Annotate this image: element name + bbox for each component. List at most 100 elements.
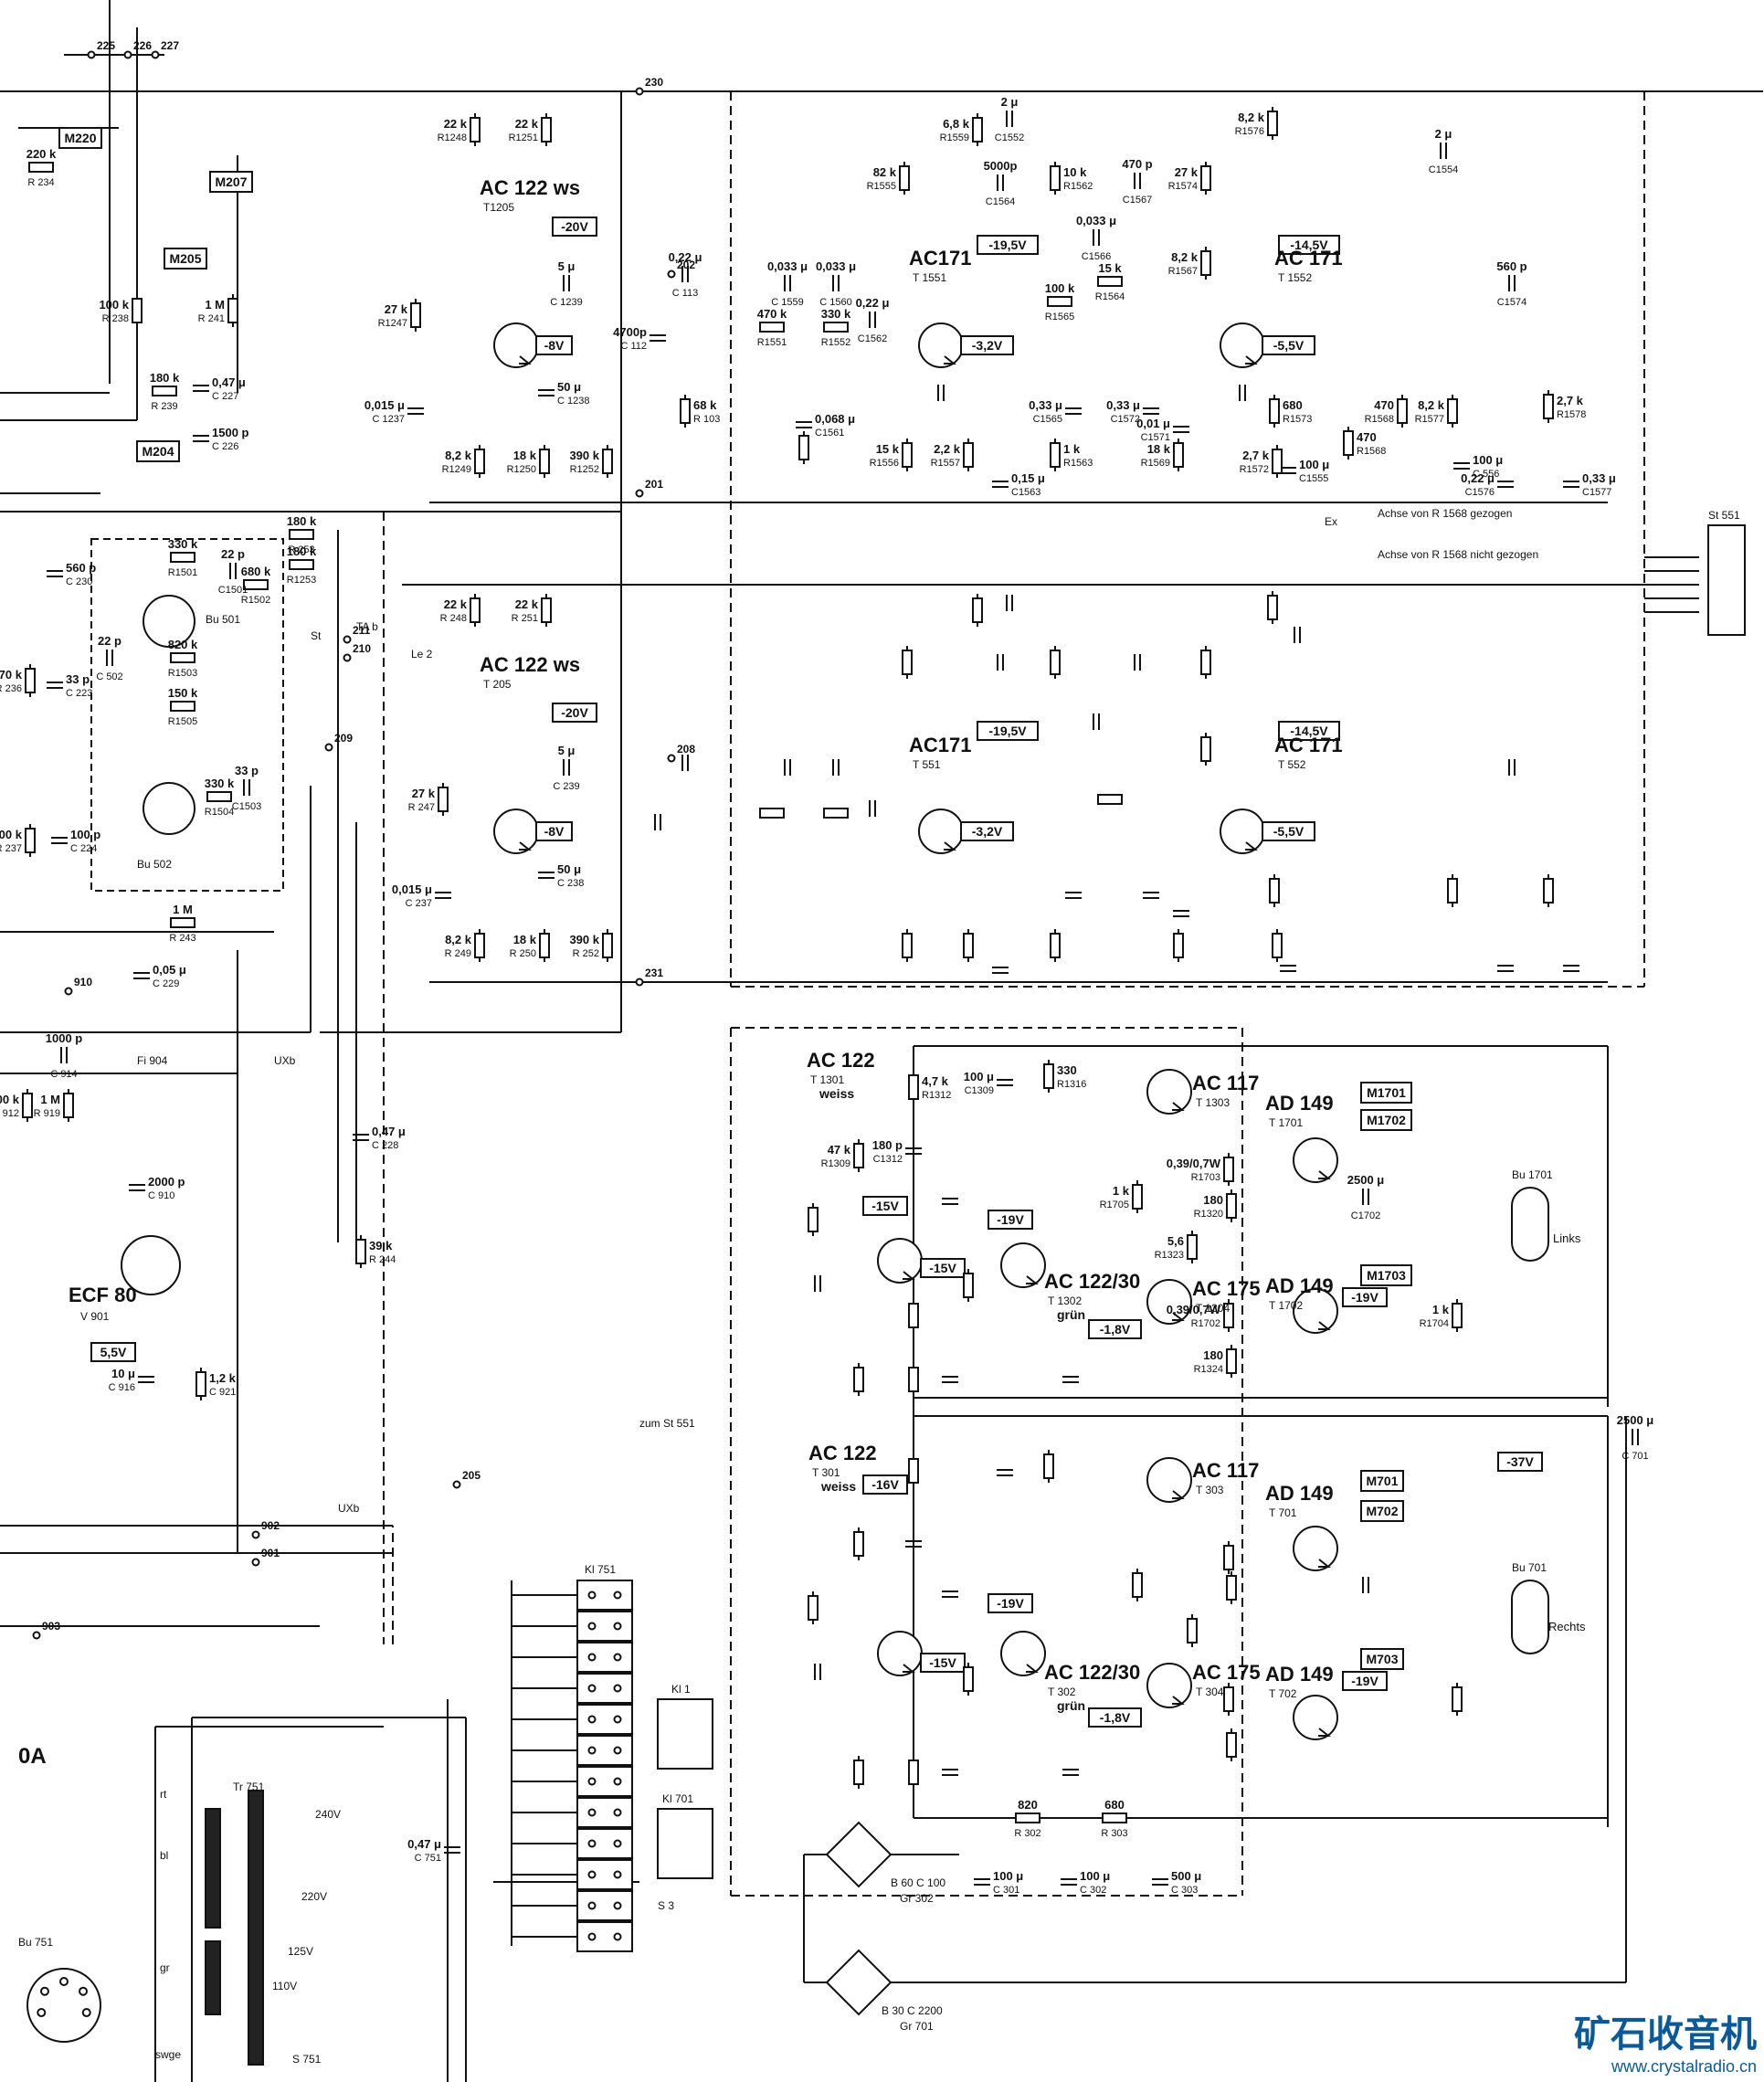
component-value: 180 k	[150, 371, 180, 385]
voltage-box	[977, 721, 1039, 741]
component-value: 22 k	[515, 117, 539, 131]
component-ref: C1574	[1497, 297, 1526, 308]
component-ref: C 751	[415, 1853, 441, 1864]
resistor	[1226, 1575, 1237, 1601]
component-value: 1,2 k	[209, 1371, 237, 1385]
component-value: 0,22 μ	[669, 250, 702, 264]
resistor	[1043, 1063, 1054, 1089]
emitter-arrow	[1026, 1275, 1039, 1284]
bridge-rectifier-302	[825, 1821, 893, 1888]
transistor-type: AD 149	[1265, 1274, 1334, 1297]
component-ref: R1565	[1045, 312, 1074, 322]
terminal	[32, 1631, 41, 1640]
transistor-ref: T 302	[1048, 1686, 1076, 1698]
label-le2: Le 2	[411, 648, 433, 661]
node-label: 209	[334, 732, 353, 745]
voltage-box	[920, 1258, 966, 1278]
resistor	[972, 597, 983, 623]
resistor	[823, 322, 849, 333]
resistor	[195, 1371, 206, 1397]
transistor-15	[1293, 1288, 1338, 1334]
component-value: 100 k	[1045, 281, 1075, 295]
component-value: 1 k	[1432, 1303, 1450, 1316]
module-box	[1360, 1648, 1404, 1670]
component-value: 330 k	[168, 537, 198, 551]
resistor	[1173, 933, 1184, 958]
component-value: 10 k	[1063, 165, 1087, 179]
resistor	[474, 449, 485, 474]
resistor	[1272, 449, 1283, 474]
component-ref: C 921	[209, 1387, 236, 1398]
terminal	[151, 50, 160, 59]
watermark: 矿石收音机 www.crystalradio.cn	[1574, 2004, 1757, 2077]
resistor	[1200, 736, 1211, 762]
voltage-box	[1497, 1452, 1543, 1472]
component-value: 2 μ	[1435, 127, 1452, 141]
resistor	[1200, 250, 1211, 276]
terminal-block	[576, 1890, 633, 1921]
resistor	[541, 597, 552, 623]
terminal	[587, 1932, 597, 1941]
component-ref: C 112	[620, 341, 647, 352]
voltage-box	[1278, 721, 1340, 741]
component-ref: C1566	[1082, 251, 1111, 262]
component-ref: C1555	[1299, 473, 1328, 484]
module-box	[1360, 1500, 1404, 1522]
module-label: M1701	[1367, 1085, 1406, 1100]
component-ref: C 301	[993, 1885, 1019, 1896]
transistor-type: AD 149	[1265, 1663, 1334, 1686]
watermark-title: 矿石收音机	[1574, 2013, 1757, 2056]
voltage-label: -37V	[1506, 1454, 1534, 1469]
resistor	[152, 386, 177, 396]
component-ref: R1251	[509, 132, 538, 143]
transistor-ref: T1205	[483, 201, 514, 214]
resistor	[63, 1093, 74, 1118]
voltage-box	[862, 1196, 908, 1216]
component-value: 180	[1203, 1193, 1223, 1207]
resistor	[170, 917, 195, 928]
transistor-type: AC 122/30	[1044, 1661, 1140, 1684]
voltage-label: -8V	[544, 338, 565, 353]
resistor	[1050, 933, 1061, 958]
terminal	[587, 1870, 597, 1879]
component-value: 0,033 μ	[816, 259, 856, 273]
resistor	[602, 449, 613, 474]
component-value: 330 k	[205, 777, 235, 790]
label-gr701: B 30 C 2200	[882, 2004, 943, 2017]
label-s751: S 751	[292, 2053, 322, 2066]
label-bu1701: Bu 1701	[1512, 1168, 1553, 1181]
emitter-arrow	[1172, 1490, 1185, 1499]
component-value: 390 k	[569, 449, 599, 462]
component-value: 0,33 μ	[1106, 398, 1140, 412]
component-ref: R1309	[821, 1158, 850, 1169]
resistor	[132, 298, 143, 323]
component-value: 50 μ	[557, 380, 581, 394]
component-ref: R 241	[198, 313, 225, 324]
voltage-box	[1088, 1707, 1142, 1728]
label-links: Links	[1553, 1231, 1581, 1245]
terminal	[587, 1684, 597, 1693]
transistor-type: AC 122 ws	[480, 176, 580, 199]
transistor-6	[877, 1238, 923, 1284]
node-label: 901	[261, 1547, 280, 1559]
component-ref: R1703	[1191, 1172, 1220, 1183]
node-label: 227	[161, 39, 179, 52]
terminal	[251, 1558, 260, 1567]
component-value: 5,6	[1167, 1234, 1184, 1248]
emitter-arrow	[1245, 841, 1258, 851]
component-value: 22 k	[444, 117, 468, 131]
transistor-type: AC 122	[808, 1442, 877, 1464]
component-value: 0,033 μ	[1076, 214, 1116, 227]
terminal-block	[576, 1766, 633, 1797]
tube-ref: V 901	[80, 1310, 110, 1323]
component-ref: R1316	[1057, 1079, 1086, 1090]
resistor	[1272, 933, 1283, 958]
component-value: 0,15 μ	[1011, 471, 1045, 485]
component-ref: R1247	[378, 318, 407, 329]
resistor	[1543, 394, 1554, 419]
component-value: 47 k	[828, 1143, 851, 1157]
socket-bu501	[143, 595, 195, 648]
resistor	[1223, 1157, 1234, 1182]
component-ref: R1552	[821, 337, 850, 348]
transistor-type: AC171	[909, 734, 971, 756]
